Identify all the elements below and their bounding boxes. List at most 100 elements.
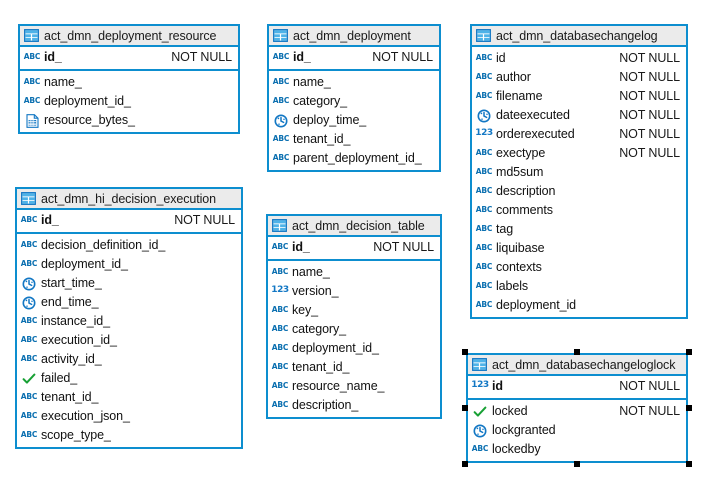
attribute-name: description_: [292, 398, 359, 412]
attribute-name: locked: [492, 404, 528, 418]
abc-string-icon: ABC: [475, 204, 493, 214]
selection-handle-bottom-center[interactable]: [574, 461, 580, 467]
selection-handle-middle-right[interactable]: [686, 405, 692, 411]
attribute-name: version_: [292, 284, 339, 298]
datetime-clock-icon: [21, 295, 37, 310]
entity-header[interactable]: act_dmn_decision_table: [268, 216, 440, 237]
entity-title: act_dmn_hi_decision_execution: [41, 191, 216, 206]
attribute-name: deployment_id: [496, 298, 577, 312]
abc-string-icon: ABC: [271, 361, 289, 371]
selection-handle-bottom-right[interactable]: [686, 461, 692, 467]
selection-handle-top-right[interactable]: [686, 349, 692, 355]
attribute-name: id_: [44, 50, 62, 64]
attribute-name: failed_: [41, 371, 78, 385]
entity-attribute[interactable]: start_time_: [17, 274, 241, 293]
attribute-name: category_: [292, 322, 346, 336]
selection-handle-top-center[interactable]: [574, 349, 580, 355]
entity-header[interactable]: act_dmn_deployment: [269, 26, 439, 47]
numeric-123-icon: 123: [475, 128, 493, 138]
abc-string-icon: ABC: [20, 429, 38, 439]
abc-string-icon: ABC: [475, 242, 493, 252]
entity-attribute[interactable]: lockgranted: [468, 421, 686, 440]
attribute-name: tag: [496, 222, 514, 236]
abc-string-icon: ABC: [475, 147, 493, 157]
selection-handle-bottom-left[interactable]: [462, 461, 468, 467]
datetime-clock-icon: [21, 276, 37, 291]
numeric-123-icon: 123: [471, 380, 489, 390]
attribute-name: deployment_id_: [292, 341, 379, 355]
attribute-name: orderexecuted: [496, 127, 575, 141]
entity-attribute[interactable]: end_time_: [17, 293, 241, 312]
selection-handle-top-left[interactable]: [462, 349, 468, 355]
attribute-name: resource_bytes_: [44, 113, 135, 127]
entity-attribute[interactable]: resource_bytes_: [20, 111, 238, 130]
abc-string-icon: ABC: [475, 299, 493, 309]
attribute-name: instance_id_: [41, 314, 110, 328]
entity-header[interactable]: act_dmn_hi_decision_execution: [17, 189, 241, 210]
entity-header[interactable]: act_dmn_databasechangelog: [472, 26, 686, 47]
attribute-name: id_: [292, 240, 310, 254]
table-grid-icon: [272, 219, 287, 232]
attribute-name: resource_name_: [292, 379, 385, 393]
selection-handle-middle-left[interactable]: [462, 405, 468, 411]
entity-header[interactable]: act_dmn_databasechangeloglock: [468, 355, 686, 376]
abc-string-icon: ABC: [20, 391, 38, 401]
entity-attribute[interactable]: deploy_time_: [269, 111, 439, 130]
attribute-name: comments: [496, 203, 553, 217]
abc-string-icon: ABC: [271, 266, 289, 276]
entity-attribute[interactable]: failed_: [17, 369, 241, 388]
entity-header[interactable]: act_dmn_deployment_resource: [20, 26, 238, 47]
